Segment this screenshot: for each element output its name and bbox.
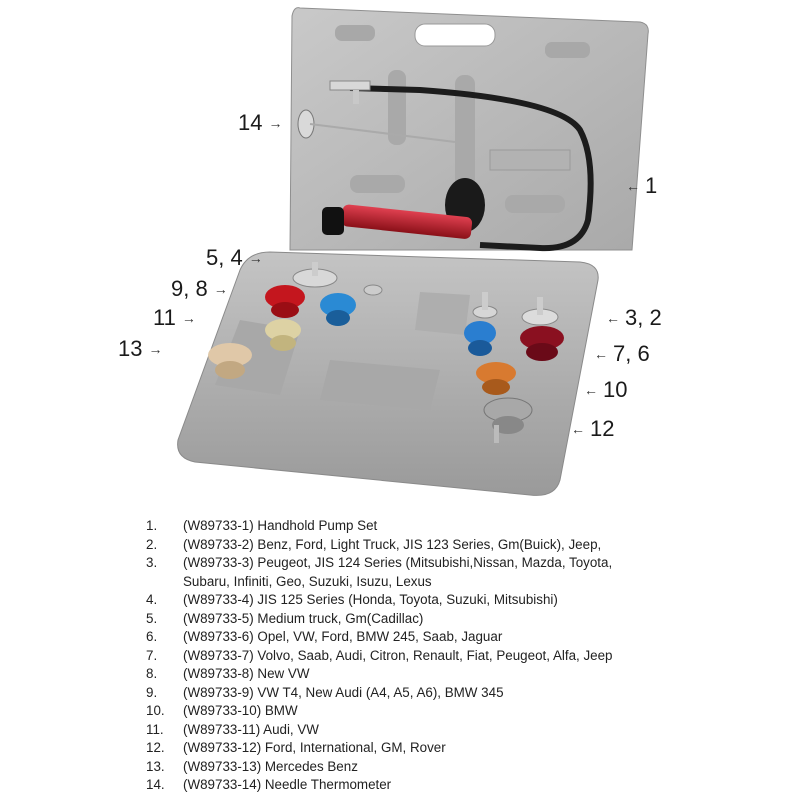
callout-3-2: ← 3, 2	[606, 305, 662, 331]
part-item: 7.(W89733-7) Volvo, Saab, Audi, Citron, …	[146, 647, 613, 663]
callout-11: 11 →	[153, 305, 196, 331]
callout-1: ← 1	[626, 173, 657, 199]
arrow-right-icon: →	[181, 310, 196, 326]
part-item: 13.(W89733-13) Mercedes Benz	[146, 758, 358, 774]
callout-label: 10	[603, 377, 628, 402]
callout-label: 11	[153, 305, 176, 330]
adapter-caps	[208, 262, 564, 443]
callout-13: 13 →	[118, 336, 162, 362]
callout-label: 7, 6	[613, 341, 650, 366]
arrow-right-icon: →	[248, 250, 263, 266]
callout-label: 12	[590, 416, 615, 441]
cooling-system-tester-kit-image	[177, 7, 649, 496]
callout-14: 14 →	[238, 110, 282, 136]
part-item: 6.(W89733-6) Opel, VW, Ford, BMW 245, Sa…	[146, 629, 503, 644]
arrow-right-icon: →	[213, 281, 228, 297]
part-item: 8.(W89733-8) New VW	[146, 666, 310, 681]
arrow-left-icon: ←	[571, 421, 585, 437]
callout-label: 14	[238, 110, 263, 135]
part-item: 5.(W89733-5) Medium truck, Gm(Cadillac)	[146, 610, 424, 626]
arrow-left-icon: ←	[606, 310, 620, 326]
callout-label: 3, 2	[625, 305, 662, 330]
arrow-left-icon: ←	[584, 382, 598, 398]
parts-list: 1.(W89733-1) Handhold Pump Set 2.(W89733…	[146, 517, 706, 795]
callout-label: 1	[645, 173, 658, 198]
part-item: 11.(W89733-11) Audi, VW	[146, 721, 319, 737]
callout-label: 9, 8	[171, 276, 208, 301]
part-item: 3.(W89733-3) Peugeot, JIS 124 Series (Mi…	[146, 555, 613, 570]
callout-12: ← 12	[571, 416, 614, 442]
part-item-continuation: Subaru, Infiniti, Geo, Suzuki, Isuzu, Le…	[183, 573, 432, 589]
part-item: 1.(W89733-1) Handhold Pump Set	[146, 518, 378, 533]
part-item: 14.(W89733-14) Needle Thermometer	[146, 777, 392, 792]
part-item: 12.(W89733-12) Ford, International, GM, …	[146, 740, 446, 755]
callout-label: 13	[118, 336, 143, 361]
part-item: 4.(W89733-4) JIS 125 Series (Honda, Toyo…	[146, 592, 558, 607]
part-item: 9.(W89733-9) VW T4, New Audi (A4, A5, A6…	[146, 684, 504, 700]
part-item: 10.(W89733-10) BMW	[146, 703, 298, 718]
part-item: 2.(W89733-2) Benz, Ford, Light Truck, JI…	[146, 536, 602, 552]
callout-10: ← 10	[584, 377, 627, 403]
arrow-left-icon: ←	[594, 346, 608, 362]
arrow-right-icon: →	[268, 115, 282, 131]
case-lid	[289, 7, 649, 251]
callout-7-6: ← 7, 6	[594, 341, 650, 367]
callout-label: 5, 4	[206, 245, 243, 270]
arrow-left-icon: ←	[626, 178, 640, 194]
callout-5-4: 5, 4 →	[206, 245, 263, 271]
callout-9-8: 9, 8 →	[171, 276, 228, 302]
arrow-right-icon: →	[148, 341, 162, 357]
